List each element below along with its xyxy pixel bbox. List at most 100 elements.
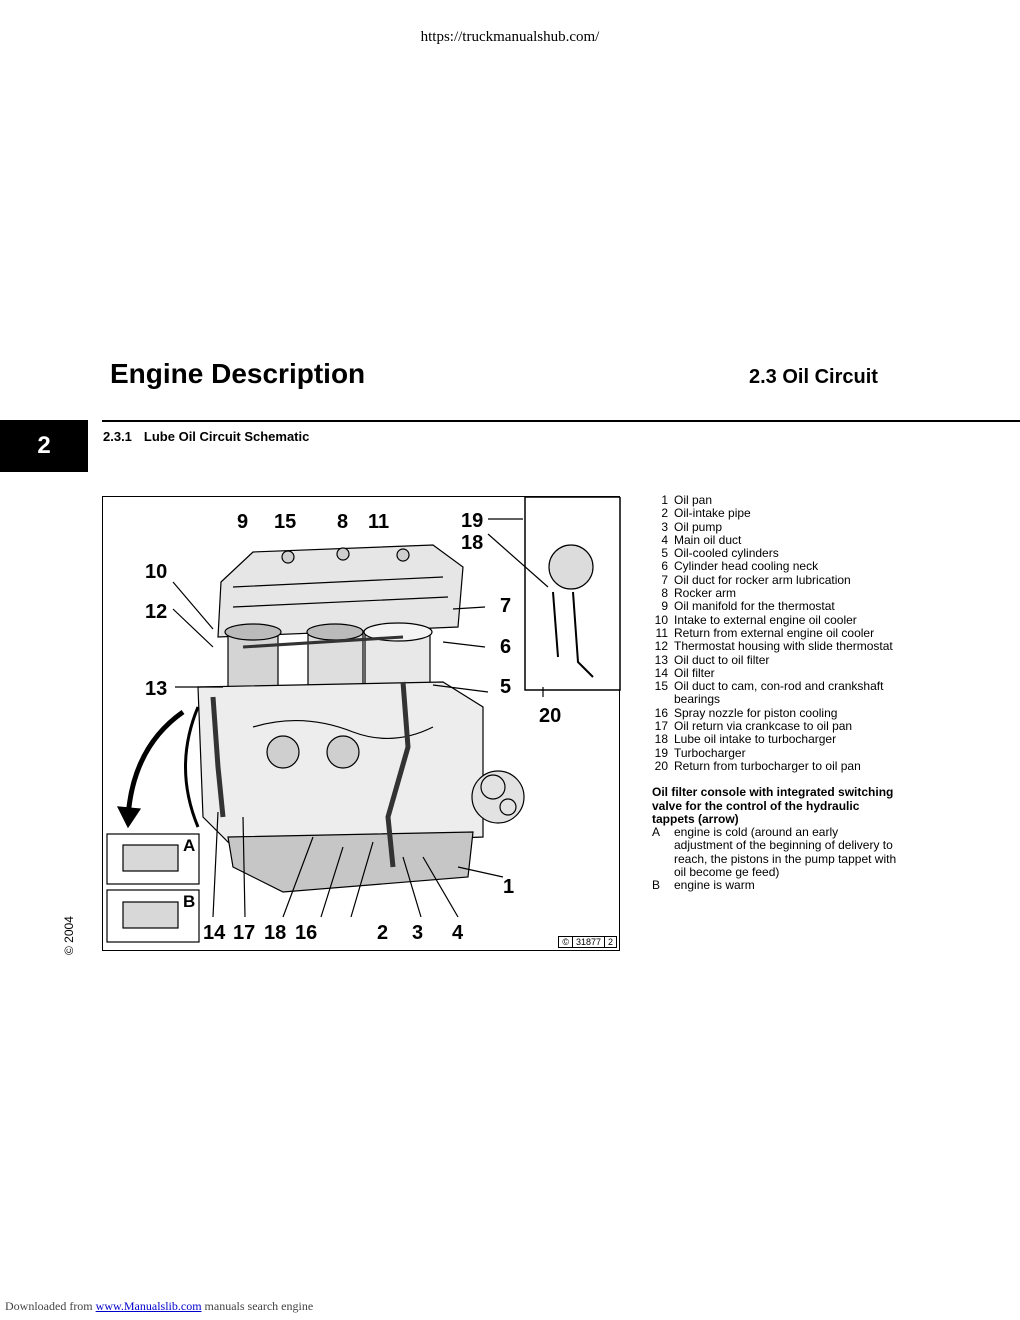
legend-item: 7 Oil duct for rocker arm lubrication [652, 572, 898, 587]
legend-item-number: 5 [661, 546, 668, 561]
page-title: Engine Description [110, 358, 366, 389]
legend-item: 11 Return from external engine oil cooler [652, 625, 898, 640]
callout-11: 11 [368, 511, 389, 533]
callout-13: 13 [145, 678, 167, 700]
copyright-notice: © 2004 [62, 916, 76, 955]
footer: Downloaded from www.Manualslib.com manua… [5, 1299, 313, 1314]
callout-2: 2 [377, 922, 388, 944]
callout-20: 20 [539, 705, 561, 727]
callout-12: 12 [145, 601, 167, 623]
legend-item-number: 12 [654, 639, 668, 654]
console-item-key: A [652, 825, 661, 840]
legend-item-text: Oil-intake pipe [674, 506, 751, 521]
legend-item-text: Oil pump [674, 519, 723, 534]
footer-prefix: Downloaded from [5, 1299, 96, 1313]
header-url: https://truckmanualshub.com/ [420, 29, 600, 45]
legend-item-number: 10 [654, 612, 668, 627]
legend-item: 10 Intake to external engine oil cooler [652, 612, 898, 627]
legend-item-number: 18 [654, 732, 668, 747]
legend-item-text: Main oil duct [674, 532, 742, 547]
callout-6: 6 [500, 636, 511, 658]
legend-item: 3 Oil pump [652, 519, 898, 534]
legend-item-number: 11 [655, 625, 668, 640]
legend-item-number: 13 [654, 652, 668, 667]
legend-item-text: Thermostat housing with slide thermostat [674, 639, 893, 654]
legend-item-number: 14 [654, 665, 668, 680]
legend-item-text: Spray nozzle for piston cooling [674, 705, 838, 720]
inset-label-b: B [183, 892, 195, 911]
legend-item: 5 Oil-cooled cylinders [652, 546, 898, 561]
inset-label-a: A [183, 836, 195, 855]
legend-item-number: 1 [661, 493, 668, 507]
footer-suffix: manuals search engine [201, 1299, 314, 1313]
legend-item: 16 Spray nozzle for piston cooling [652, 705, 898, 720]
legend-item-text: Turbocharger [674, 745, 746, 760]
console-item-key: B [652, 878, 661, 893]
legend-item-text: Oil duct to cam, con-rod and crankshaft … [674, 679, 884, 707]
header-rule [102, 420, 1020, 422]
legend-item-text: Rocker arm [674, 586, 737, 601]
callout-17: 17 [233, 922, 255, 944]
callout-3: 3 [412, 922, 423, 944]
callout-1: 1 [503, 876, 514, 898]
legend-item-number: 17 [654, 719, 668, 734]
engine-oil-circuit-figure: 9 15 8 11 19 18 10 12 13 7 6 5 20 1 14 1… [102, 496, 621, 951]
legend-item-text: Oil-cooled cylinders [674, 546, 779, 561]
subsection-title: Lube Oil Circuit Schematic [143, 429, 310, 444]
figure-id-copyright: © [558, 936, 573, 948]
subsection-number: 2.3.1 [103, 429, 132, 444]
legend-items: 1 Oil pan 2 Oil-intake pipe 3 Oil pump 4 Main o… [652, 493, 898, 773]
section-title: 2.3 Oil Circuit [749, 366, 878, 388]
legend-item: 4 Main oil duct [652, 532, 898, 547]
legend-item-number: 6 [661, 559, 668, 574]
legend-item-number: 16 [654, 705, 668, 720]
legend-item: 12 Thermostat housing with slide thermost… [652, 639, 898, 654]
legend-item: 6 Cylinder head cooling neck [652, 559, 898, 574]
legend-item: 13 Oil duct to oil filter [652, 652, 898, 667]
figure-id-suffix: 2 [603, 936, 617, 948]
legend-item: 2 Oil-intake pipe [652, 506, 898, 521]
legend-item-text: Oil return via crankcase to oil pan [674, 719, 853, 734]
console-item-text: engine is cold (around an early adjustme… [674, 825, 897, 880]
callout-16: 16 [295, 922, 317, 944]
console-heading: Oil filter console with integrated switc… [652, 785, 894, 826]
legend-item-text: Oil pan [674, 493, 713, 507]
legend-item-text: Cylinder head cooling neck [674, 559, 819, 574]
legend-item-text: Lube oil intake to turbocharger [674, 732, 837, 747]
callout-18-bottom: 18 [264, 922, 286, 944]
legend-item-text: Oil duct for rocker arm lubrication [674, 572, 851, 587]
legend-item-number: 2 [661, 506, 668, 521]
chapter-tab: 2 [0, 420, 88, 472]
callout-9: 9 [237, 511, 248, 533]
legend-item: 18 Lube oil intake to turbocharger [652, 732, 898, 747]
legend-item: 17 Oil return via crankcase to oil pan [652, 719, 898, 734]
figure-id: © 31877 2 [558, 936, 617, 948]
engine-illustration: 9 15 8 11 19 18 10 12 13 7 6 5 20 1 14 1… [106, 497, 621, 944]
legend-item-number: 9 [661, 599, 668, 614]
callout-14: 14 [203, 922, 226, 944]
callout-4: 4 [452, 922, 464, 944]
figure-id-number: 31877 [571, 936, 605, 948]
legend-item-number: 3 [661, 519, 668, 534]
legend-item: 9 Oil manifold for the thermostat [652, 599, 898, 614]
legend-item-text: Intake to external engine oil cooler [674, 612, 857, 627]
callout-19: 19 [461, 510, 483, 532]
legend-item-number: 7 [661, 572, 668, 587]
legend-item-text: Oil manifold for the thermostat [674, 599, 835, 614]
legend-item-text: Oil duct to oil filter [674, 652, 770, 667]
legend-item-text: Return from external engine oil cooler [674, 625, 875, 640]
callout-10: 10 [145, 561, 167, 583]
callout-7: 7 [500, 595, 511, 617]
legend-item-number: 20 [654, 758, 668, 773]
console-item-text: engine is warm [674, 878, 755, 893]
footer-link[interactable]: www.Manualslib.com [95, 1299, 202, 1313]
subsection-heading: 2.3.1 Lube Oil Circuit Schematic [103, 429, 309, 444]
callout-5: 5 [500, 676, 511, 698]
legend-item-number: 4 [661, 532, 668, 547]
